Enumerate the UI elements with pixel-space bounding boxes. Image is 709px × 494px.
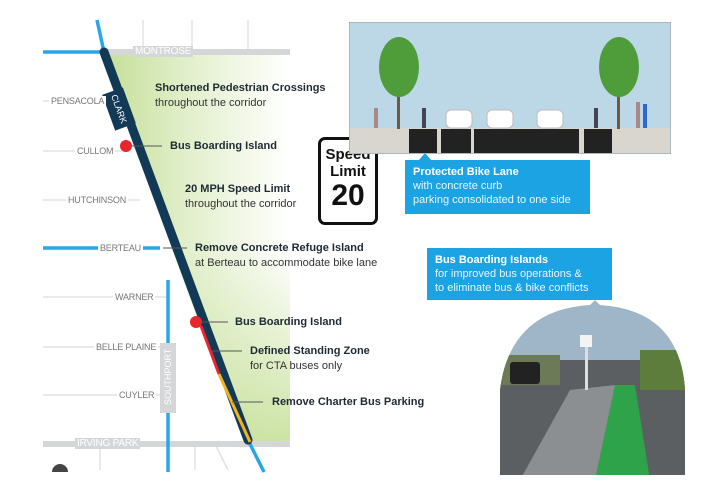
- street-label-cullom: CULLOM: [75, 146, 116, 157]
- callout-sub: throughout the corridor: [185, 198, 297, 210]
- callout-title: Shortened Pedestrian Crossings: [155, 82, 326, 94]
- charter-parking-segment: [217, 373, 252, 443]
- clark-label-bg: [102, 87, 136, 131]
- box-title: Protected Bike Lane: [413, 166, 519, 178]
- callout-standing-zone: Defined Standing Zone for CTA buses only: [250, 344, 370, 374]
- street-label-irving-park: IRVING PARK: [75, 438, 141, 449]
- box-line: parking consolidated to one side: [413, 194, 571, 206]
- callout-speed-limit: 20 MPH Speed Limit throughout the corrido…: [185, 182, 296, 212]
- tree-icon: [599, 37, 639, 129]
- callout-pedestrian-crossings: Shortened Pedestrian Crossings throughout…: [155, 81, 326, 111]
- street-label-pensacola: PENSACOLA: [49, 96, 107, 107]
- montrose-street: [103, 49, 290, 55]
- bus-islands-info-box: Bus Boarding Islands for improved bus op…: [427, 248, 612, 300]
- callout-title: 20 MPH Speed Limit: [185, 183, 291, 195]
- callout-bus-island-2: Bus Boarding Island: [235, 315, 342, 330]
- bike-lane-info-box: Protected Bike Lane with concrete curb p…: [405, 160, 590, 214]
- street-label-southport: SOUTHPORT: [163, 348, 173, 405]
- street-label-warner: WARNER: [113, 292, 156, 303]
- tree-icon: [379, 37, 419, 129]
- street-label-cuyler: CUYLER: [117, 390, 157, 401]
- leader-lines: [132, 145, 263, 403]
- box-line: to eliminate bus & bike conflicts: [435, 282, 589, 294]
- street-label-hutchinson: HUTCHINSON: [66, 195, 128, 206]
- callout-bus-island-1: Bus Boarding Island: [170, 139, 277, 154]
- bus-island-marker: [120, 140, 132, 152]
- box-line: for improved bus operations &: [435, 268, 582, 280]
- sign-line2: Limit: [330, 163, 366, 180]
- pointer: [418, 153, 432, 161]
- callout-sub: throughout the corridor: [155, 97, 267, 109]
- street-label-berteau: BERTEAU: [98, 243, 143, 254]
- southport-label-bg: [160, 343, 176, 413]
- bus-island-marker: [190, 316, 202, 328]
- callout-sub: for CTA buses only: [250, 360, 343, 372]
- bus-island-photo: [500, 300, 685, 475]
- standing-zone-segment: [199, 325, 221, 375]
- callout-charter-parking: Remove Charter Bus Parking: [272, 395, 424, 410]
- box-line: with concrete curb: [413, 180, 503, 192]
- callout-sub: at Berteau to accommodate bike lane: [195, 257, 378, 269]
- callout-title: Remove Charter Bus Parking: [272, 396, 425, 408]
- pedestrian-icons: [374, 102, 647, 128]
- sign-number: 20: [331, 179, 365, 212]
- box-title: Bus Boarding Islands: [435, 254, 549, 266]
- callout-title: Remove Concrete Refuge Island: [195, 242, 364, 254]
- callout-refuge-island: Remove Concrete Refuge Island at Berteau …: [195, 241, 377, 271]
- street-label-montrose: MONTROSE: [133, 46, 194, 57]
- callout-title: Bus Boarding Island: [170, 140, 277, 152]
- north-arrow-icon: [52, 464, 68, 472]
- callout-title: Defined Standing Zone: [250, 345, 370, 357]
- callout-title: Bus Boarding Island: [235, 316, 342, 328]
- street-label-belle-plaine: BELLE PLAINE: [94, 342, 159, 353]
- car-icons: [445, 109, 564, 129]
- street-cross-section-illustration: [349, 22, 671, 154]
- cyclist-icons: [422, 108, 598, 128]
